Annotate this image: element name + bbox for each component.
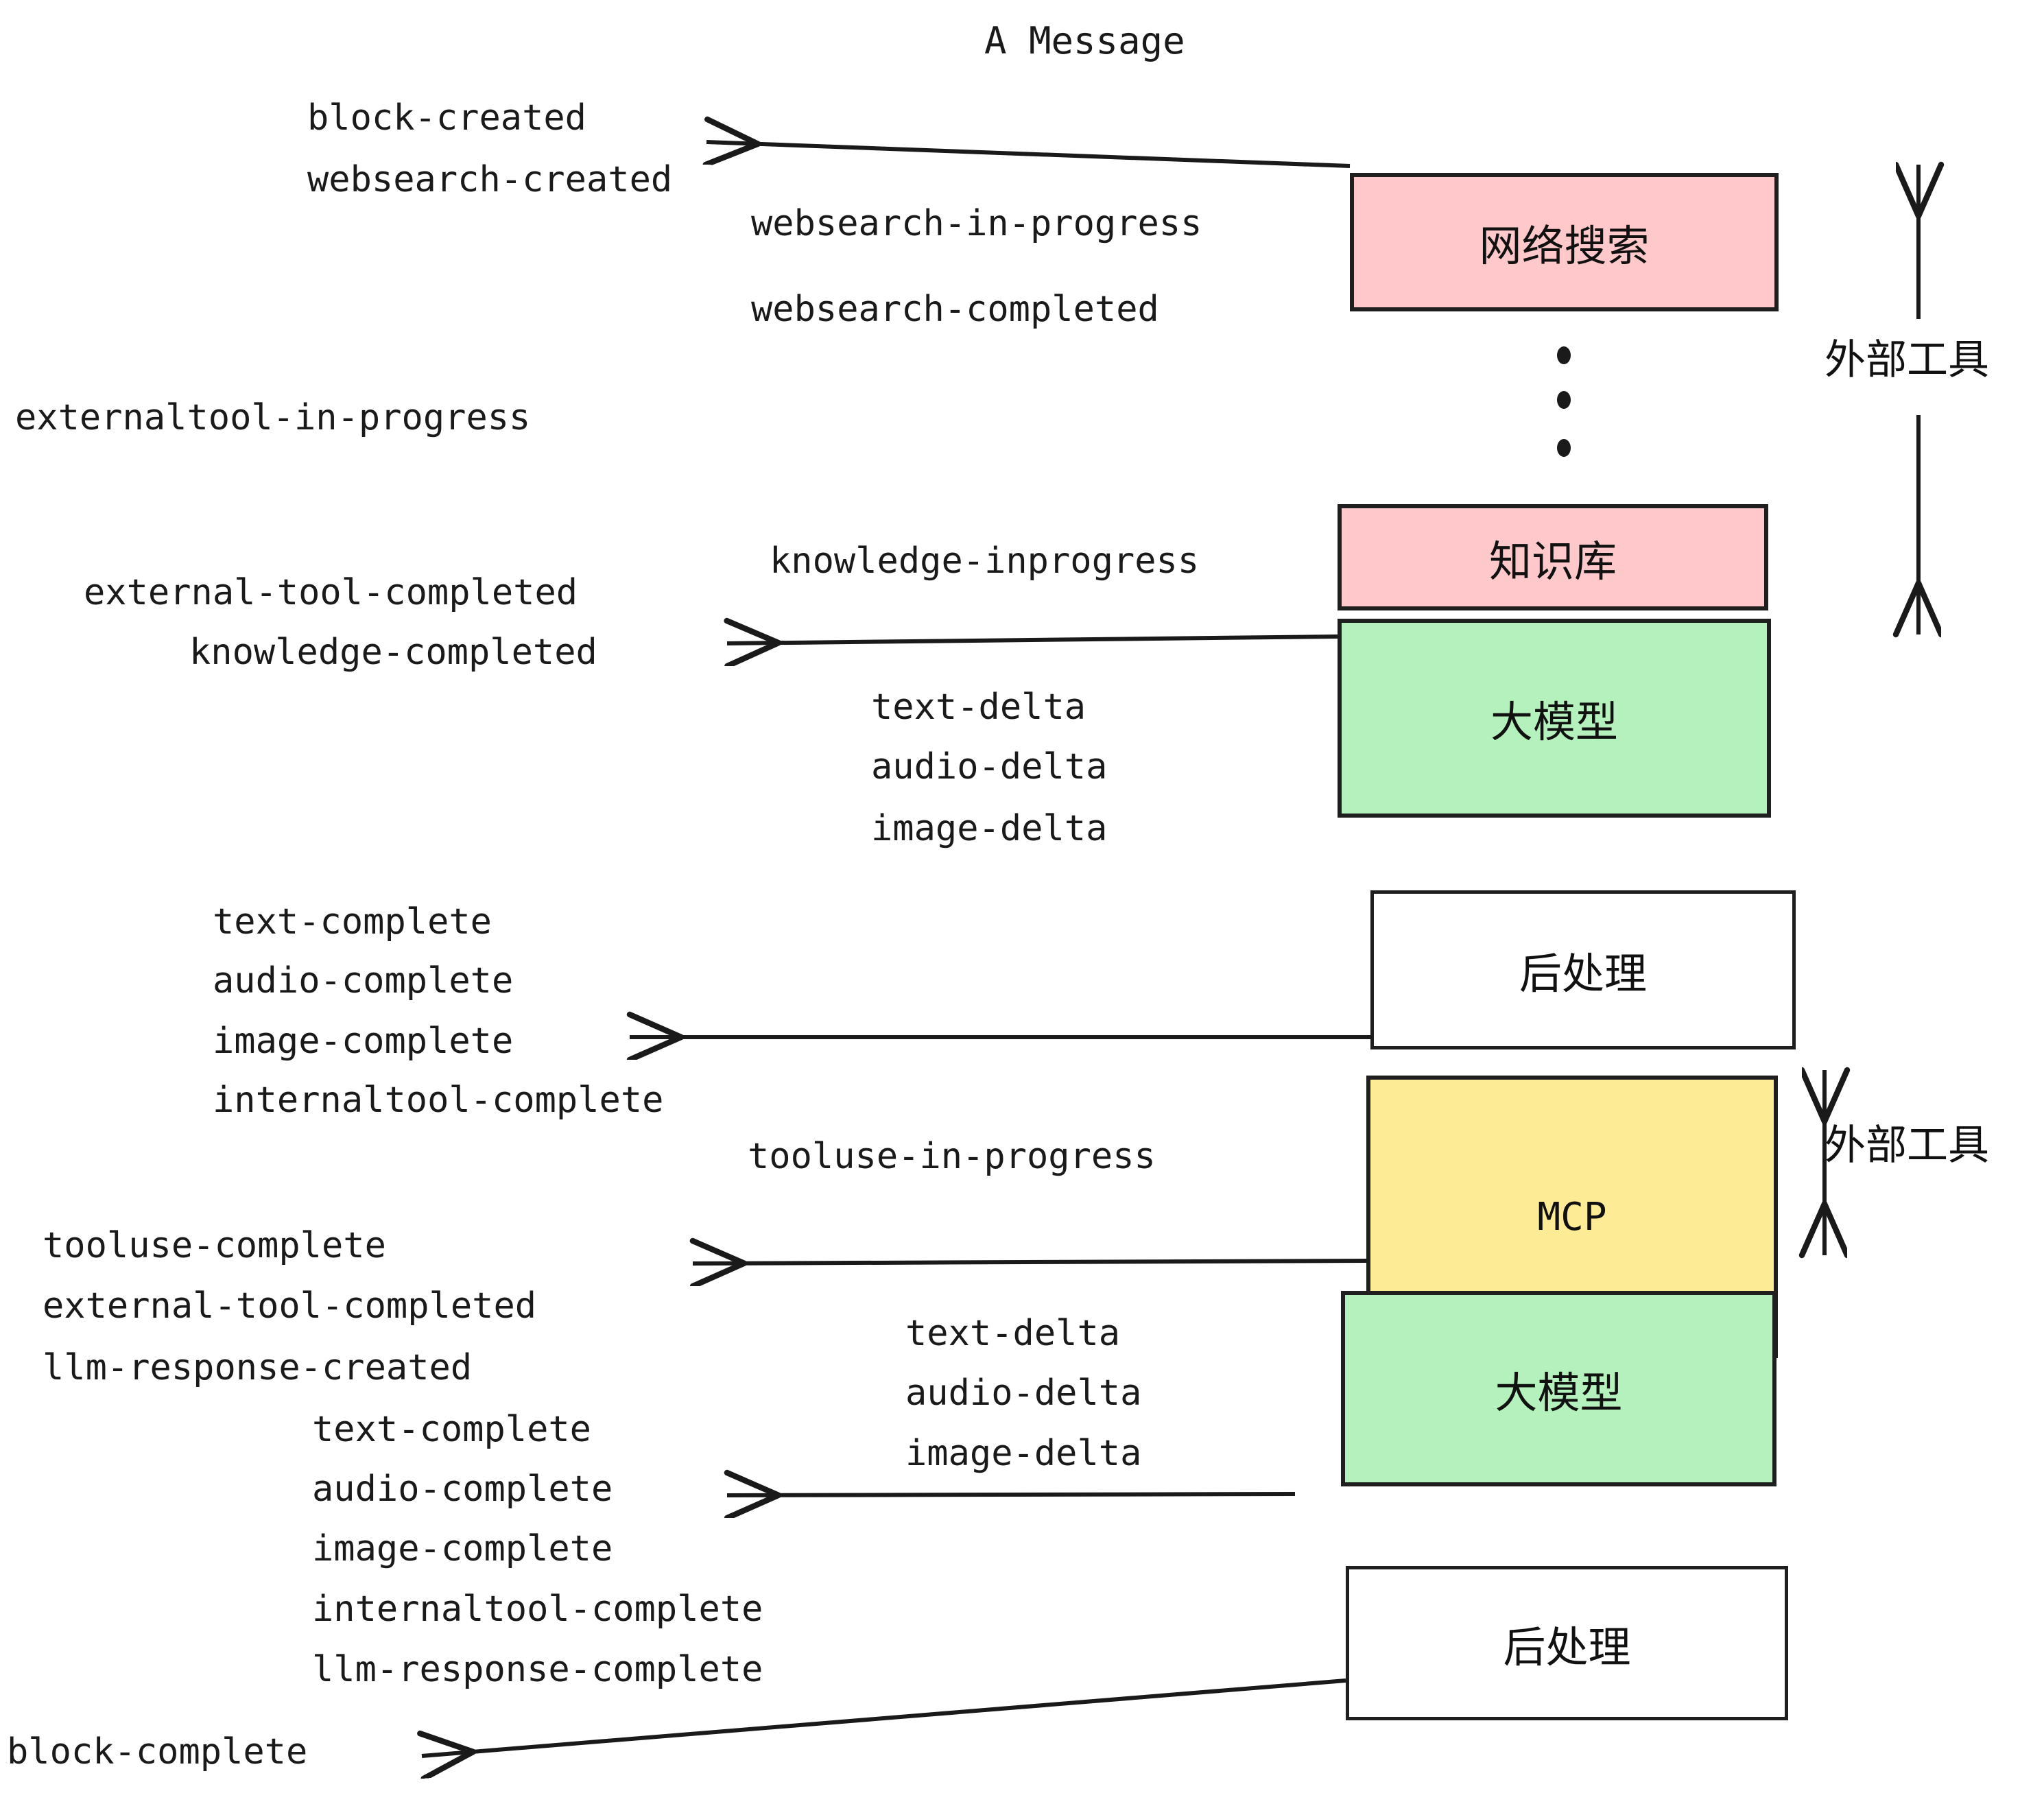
event-external-tool-completed-1: external-tool-completed — [84, 572, 578, 613]
box-postprocess-top[interactable]: 后处理 — [1370, 890, 1796, 1049]
box-postprocess-top-label: 后处理 — [1519, 949, 1647, 999]
arrow-knowledge-to-completed — [727, 637, 1338, 643]
event-text-delta-1: text-delta — [871, 687, 1086, 728]
event-websearch-in-progress: websearch-in-progress — [751, 203, 1202, 244]
event-text-complete-1: text-complete — [213, 901, 492, 942]
event-audio-complete-2: audio-complete — [312, 1469, 613, 1510]
event-image-delta-1: image-delta — [871, 808, 1108, 849]
ellipsis-dot — [1557, 439, 1571, 457]
arrow-llm-bottom-to-audio-complete — [727, 1494, 1296, 1495]
box-knowledge-label: 知识库 — [1488, 536, 1617, 586]
arrow-postprocess-bottom-to-block-complete — [422, 1678, 1346, 1756]
event-tooluse-complete: tooluse-complete — [43, 1225, 386, 1266]
box-mcp-label: MCP — [1537, 1194, 1607, 1239]
page-title: A Message — [984, 19, 1185, 62]
event-image-delta-2: image-delta — [905, 1433, 1142, 1474]
event-knowledge-inprogress: knowledge-inprogress — [770, 541, 1200, 582]
box-llm-bottom-label: 大模型 — [1495, 1367, 1623, 1418]
event-websearch-completed: websearch-completed — [751, 289, 1159, 330]
event-llm-response-created: llm-response-created — [43, 1347, 473, 1388]
box-llm-top-label: 大模型 — [1490, 697, 1618, 747]
event-audio-delta-2: audio-delta — [905, 1373, 1142, 1414]
event-external-tool-completed-2: external-tool-completed — [43, 1285, 537, 1327]
side-label-external-tools-top: 外部工具 — [1825, 336, 1989, 384]
event-knowledge-completed: knowledge-completed — [189, 632, 597, 673]
arrow-mcp-to-tooluse-complete — [693, 1261, 1367, 1263]
ellipsis-dot — [1557, 346, 1571, 364]
event-image-complete-1: image-complete — [213, 1021, 514, 1062]
box-postprocess-bottom[interactable]: 后处理 — [1346, 1566, 1788, 1720]
event-internaltool-complete-2: internaltool-complete — [312, 1589, 763, 1630]
box-postprocess-bottom-label: 后处理 — [1503, 1622, 1631, 1672]
event-text-delta-2: text-delta — [905, 1313, 1121, 1354]
box-llm-top[interactable]: 大模型 — [1338, 619, 1771, 818]
box-websearch[interactable]: 网络搜索 — [1350, 173, 1779, 311]
side-label-external-tools-bottom: 外部工具 — [1825, 1121, 1989, 1170]
event-block-created: block-created — [307, 97, 586, 139]
box-knowledge[interactable]: 知识库 — [1338, 504, 1768, 610]
event-llm-response-complete: llm-response-complete — [312, 1649, 763, 1690]
event-block-complete: block-complete — [7, 1731, 308, 1772]
arrow-websearch-to-created — [706, 142, 1351, 168]
box-websearch-label: 网络搜索 — [1479, 221, 1650, 271]
event-externaltool-in-progress: externaltool-in-progress — [15, 397, 531, 438]
event-audio-complete-1: audio-complete — [213, 960, 514, 1001]
event-tooluse-in-progress: tooluse-in-progress — [748, 1136, 1156, 1177]
box-llm-bottom-real[interactable]: 大模型 — [1341, 1291, 1776, 1486]
ellipsis-dot — [1557, 391, 1571, 409]
event-internaltool-complete-1: internaltool-complete — [213, 1080, 664, 1121]
event-image-complete-2: image-complete — [312, 1528, 613, 1569]
event-text-complete-2: text-complete — [312, 1409, 591, 1450]
event-audio-delta-1: audio-delta — [871, 746, 1108, 787]
event-websearch-created: websearch-created — [307, 159, 673, 200]
